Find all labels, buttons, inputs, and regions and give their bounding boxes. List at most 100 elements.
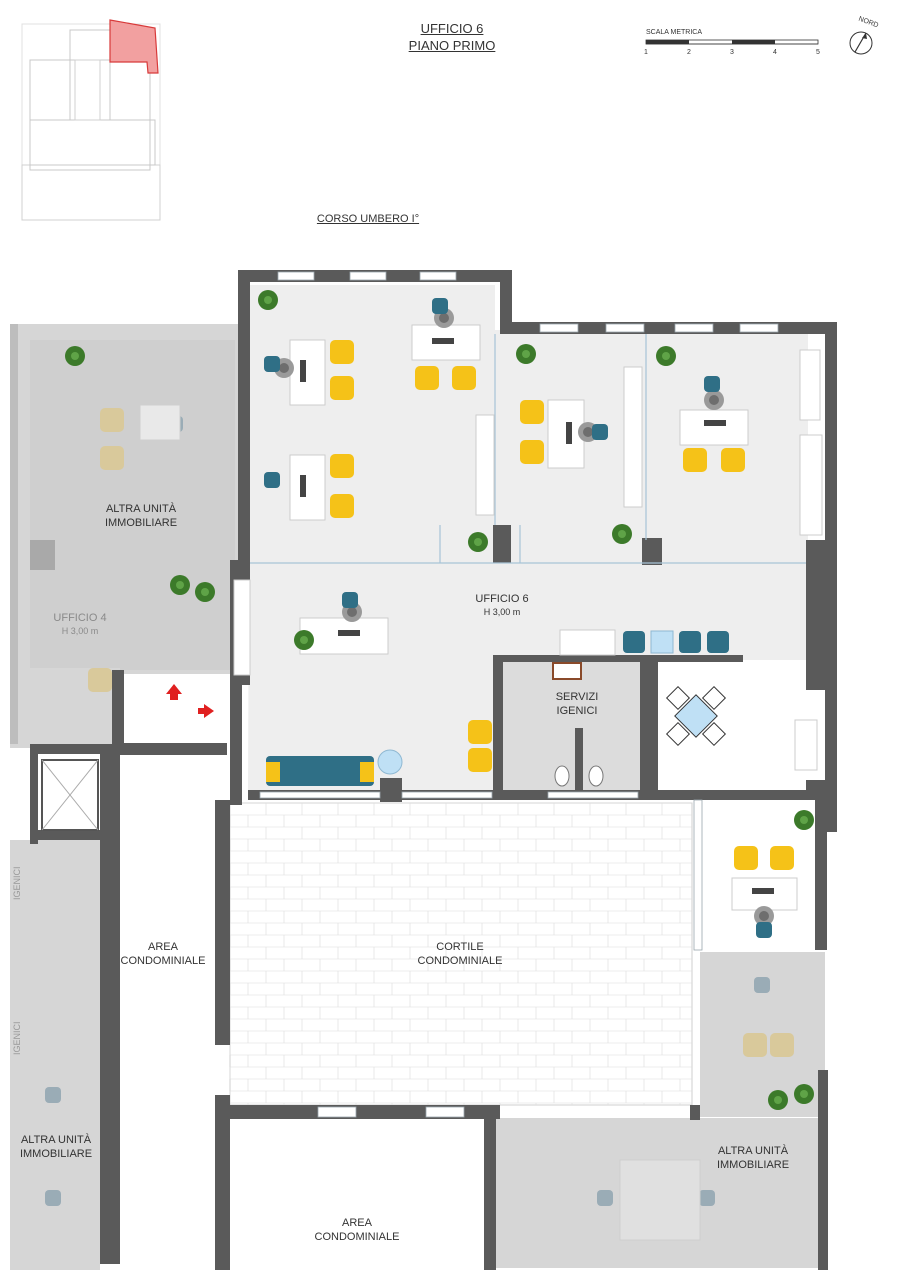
person-head-icon (439, 313, 449, 323)
plant-center-icon (71, 352, 79, 360)
plant-center-icon (474, 538, 482, 546)
sink-icon (552, 662, 582, 680)
desk (289, 339, 326, 406)
person-head-icon (709, 395, 719, 405)
cushion-icon (266, 762, 280, 782)
armchair-icon (330, 454, 354, 478)
faded-chair-icon (754, 977, 770, 993)
plant-center-icon (774, 1096, 782, 1104)
plant-center-icon (522, 350, 530, 358)
toilet-icon (588, 765, 604, 787)
office-chair-icon (756, 922, 772, 938)
street-name: CORSO UMBERO I° (316, 213, 420, 225)
plant-center-icon (800, 816, 808, 824)
neighbor-units (10, 324, 825, 1270)
cabinet-icon (233, 579, 251, 676)
monitor-icon (300, 360, 306, 382)
armchair-icon (468, 720, 492, 744)
faded-chair-icon (45, 1087, 61, 1103)
armchair-icon (721, 448, 745, 472)
room-cortile: CORTILE CONDOMINIALE (417, 941, 503, 967)
plant-center-icon (264, 296, 272, 304)
armchair-icon (468, 748, 492, 772)
cushion-icon (360, 762, 374, 782)
desk (679, 409, 749, 446)
meeting-chair-icon (665, 721, 691, 747)
title-floor: PIANO PRIMO (408, 38, 496, 53)
monitor-icon (300, 475, 306, 497)
furniture (41, 290, 823, 1241)
faded-armchair-icon (100, 446, 124, 470)
cabinet-icon (799, 349, 821, 421)
meeting-chair-icon (665, 685, 691, 711)
room-ufficio-4: UFFICIO 4 (53, 612, 107, 624)
scale-tick: 2 (687, 49, 691, 56)
armchair-icon (452, 366, 476, 390)
office-chair-icon (264, 356, 280, 372)
room-area-condominiale: AREA CONDOMINIALE (314, 1217, 400, 1243)
monitor-icon (338, 630, 360, 636)
faded-armchair-icon (770, 1033, 794, 1057)
office-chair-icon (432, 298, 448, 314)
armchair-icon (734, 846, 758, 870)
key-map (21, 19, 161, 221)
armchair-icon (330, 376, 354, 400)
arrow-up-icon (166, 684, 182, 700)
room-altra-unita: ALTRA UNITÀ IMMOBILIARE (716, 1145, 790, 1171)
cabinet-icon (623, 366, 643, 508)
office-chair-icon (592, 424, 608, 440)
meeting-chair-icon (701, 721, 727, 747)
scale-tick: 4 (773, 49, 777, 56)
scale-tick: 3 (730, 49, 734, 56)
waiting-seat-icon (623, 631, 645, 653)
side-table-icon (650, 630, 674, 654)
key-map-highlight (109, 19, 159, 74)
windows (259, 271, 779, 1118)
person-head-icon (347, 607, 357, 617)
toilet-icon (554, 765, 570, 787)
plant-center-icon (300, 636, 308, 644)
compass-icon (849, 31, 873, 55)
monitor-icon (704, 420, 726, 426)
plant-center-icon (618, 530, 626, 538)
room-servizi: SERVIZI IGENICI (555, 691, 599, 717)
room-altra-unita: ALTRA UNITÀ IMMOBILIARE (19, 1134, 93, 1160)
faded-desk-icon (139, 404, 181, 441)
person-head-icon (759, 911, 769, 921)
plant-center-icon (201, 588, 209, 596)
faded-chair-icon (597, 1190, 613, 1206)
room-ufficio-6: UFFICIO 6 (475, 593, 529, 605)
armchair-icon (520, 400, 544, 424)
office-chair-icon (704, 376, 720, 392)
elevator-cross-icon (41, 759, 99, 831)
plan-title: UFFICIO 6 PIANO PRIMO (409, 20, 496, 54)
armchair-icon (415, 366, 439, 390)
desk (559, 629, 616, 656)
partitions (250, 334, 806, 564)
monitor-icon (432, 338, 454, 344)
faded-chair-icon (699, 1190, 715, 1206)
courtyard (229, 802, 693, 1106)
faded-chair-icon (45, 1190, 61, 1206)
cabinet-icon (475, 414, 495, 516)
scale-title: SCALA METRICA (646, 29, 703, 36)
arrow-right-icon (198, 704, 214, 718)
waiting-seat-icon (707, 631, 729, 653)
scale-tick: 5 (816, 49, 820, 56)
scale-bar (645, 39, 819, 45)
room-area-condominiale: AREA CONDOMINIALE (120, 941, 206, 967)
faded-armchair-icon (88, 668, 112, 692)
armchair-icon (330, 494, 354, 518)
room-altra-unita: ALTRA UNITÀ IMMOBILIARE (104, 503, 178, 529)
armchair-icon (770, 846, 794, 870)
cabinet-icon (799, 434, 823, 536)
room-igenici-label: IGENICI (12, 1021, 22, 1055)
scale-tick: 1 (644, 49, 648, 56)
faded-armchair-icon (743, 1033, 767, 1057)
sofa-icon (266, 756, 374, 786)
faded-armchair-icon (100, 408, 124, 432)
monitor-icon (752, 888, 774, 894)
office-chair-icon (342, 592, 358, 608)
